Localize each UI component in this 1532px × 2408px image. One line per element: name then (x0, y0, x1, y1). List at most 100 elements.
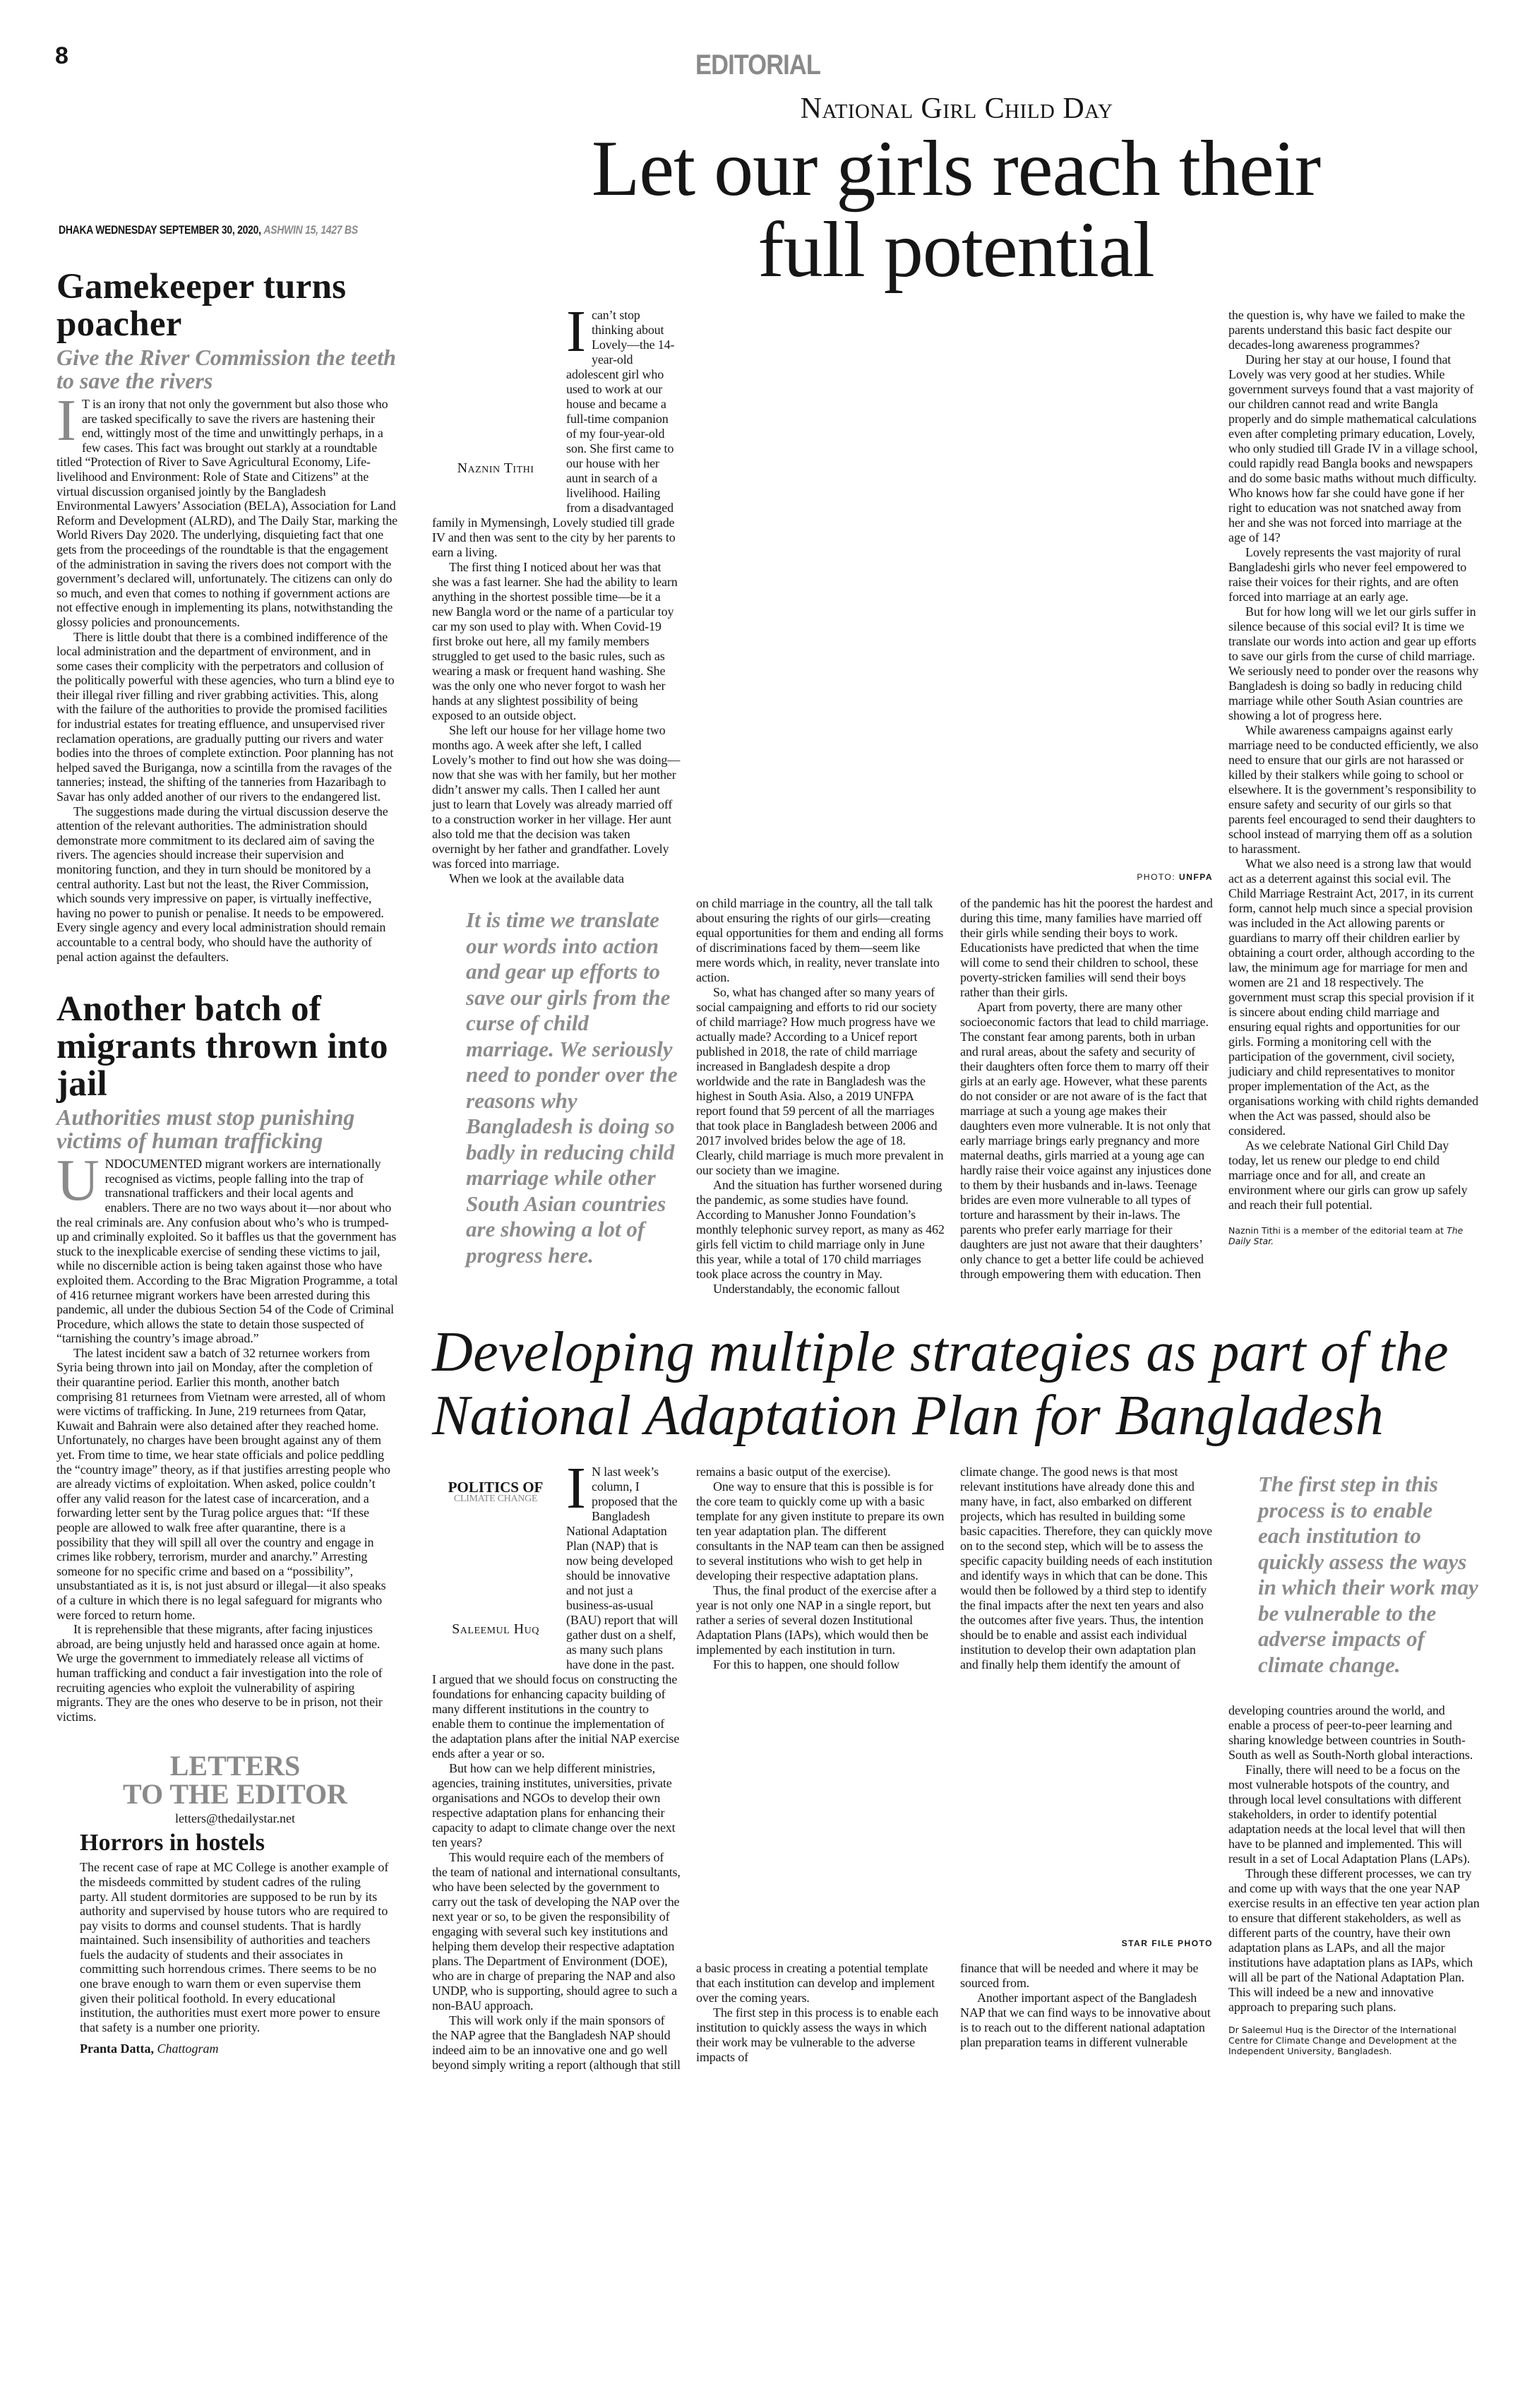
drop-cap: U (56, 1148, 100, 1214)
paragraph: T is an irony that not only the governme… (56, 397, 398, 629)
climate-column-3-top: climate change. The good news is that mo… (960, 1465, 1213, 1680)
photo-credit: STAR FILE PHOTO (1121, 1938, 1213, 1948)
article-column-3: of the pandemic has hit the poorest the … (960, 886, 1213, 1297)
letters-section: LETTERS TO THE EDITOR letters@thedailyst… (80, 1752, 390, 2056)
paragraph: There is little doubt that there is a co… (56, 629, 395, 804)
drop-cap: I (56, 388, 76, 453)
paragraph: Through these different processes, we ca… (1228, 1866, 1480, 2014)
dateline-bengali-date: ASHWIN 15, 1427 BS (263, 223, 358, 237)
paragraph: And the situation has further worsened d… (696, 1178, 945, 1281)
climate-column-2-bottom: a basic process in creating a potential … (696, 1961, 945, 2073)
paragraph: the question is, why have we failed to m… (1228, 308, 1465, 352)
headline-line1: Developing multiple strategies as part o… (432, 1321, 1449, 1383)
paragraph: So, what has changed after so many years… (696, 985, 944, 1177)
paragraph: N last week’s column, I proposed that th… (432, 1465, 680, 1760)
paragraph: The first step in this process is to ena… (696, 2005, 939, 2065)
author-note-publication: The Daily Star. (1228, 1225, 1464, 1246)
paragraph: remains a basic output of the exercise). (696, 1465, 891, 1479)
letters-section-title: LETTERS TO THE EDITOR (80, 1752, 390, 1808)
editorial-headline: Gamekeeper turns poacher (56, 267, 347, 344)
column-label: POLITICS OF CLIMATE CHANGE (432, 1480, 559, 1504)
pull-quote-cell: It is time we translate our words into a… (432, 886, 681, 1297)
photo-credit: PHOTO: UNFPA (696, 872, 1213, 882)
paragraph: finance that will be needed and where it… (960, 1961, 1199, 1991)
climate-column-1: POLITICS OF CLIMATE CHANGE Saleemul Huq … (432, 1455, 681, 2073)
headline-line2: full potential (758, 206, 1154, 294)
paragraph: This would require each of the members o… (432, 1850, 681, 2013)
article-headline: Let our girls reach their full potential (432, 129, 1480, 291)
climate-headline: Developing multiple strategies as part o… (432, 1321, 1480, 1448)
column-label-line1: POLITICS OF (448, 1479, 544, 1496)
paragraph: Finally, there will need to be a focus o… (1228, 1763, 1471, 1866)
paragraph: What we also need is a strong law that w… (1228, 857, 1478, 1138)
paragraph: As we celebrate National Girl Child Day … (1228, 1138, 1468, 1212)
dateline-date: DHAKA WEDNESDAY SEPTEMBER 30, 2020, (59, 223, 261, 237)
paragraph: But for how long will we let our girls s… (1228, 604, 1479, 722)
paragraph: While awareness campaigns against early … (1228, 723, 1478, 856)
section-label: EDITORIAL (695, 49, 821, 81)
pull-quote: The first step in this process is to ena… (1258, 1472, 1478, 1677)
paragraph: During her stay at our house, I found th… (1228, 352, 1478, 544)
editorial-gamekeeper: Gamekeeper turns poacher Give the River … (56, 268, 398, 964)
article-kicker: National Girl Child Day (800, 93, 1113, 125)
paragraph: climate change. The good news is that mo… (960, 1465, 1213, 1671)
letters-title-line2: TO THE EDITOR (123, 1778, 347, 1811)
byline: Saleemul Huq (452, 1621, 539, 1637)
paragraph: a basic process in creating a potential … (696, 1961, 935, 2005)
dateline: DHAKA WEDNESDAY SEPTEMBER 30, 2020, ASHW… (59, 223, 358, 237)
paragraph: Apart from poverty, there are many other… (960, 1000, 1211, 1281)
paragraph: The latest incident saw a batch of 32 re… (56, 1345, 390, 1622)
article-column-1: Naznin Tithi I can’t stop thinking about… (432, 299, 681, 886)
girl-child-article: Naznin Tithi I can’t stop thinking about… (432, 299, 1480, 1297)
paragraph: But how can we help different ministries… (432, 1761, 676, 1849)
editorial-headline: Another batch of migrants thrown into ja… (56, 989, 388, 1104)
climate-column-3-bottom: finance that will be needed and where it… (960, 1961, 1213, 2073)
editorial-body: U NDOCUMENTED migrant workers are intern… (56, 1148, 398, 1724)
letters-title-line1: LETTERS (169, 1750, 301, 1782)
paragraph: When we look at the available data (449, 871, 624, 886)
photo-credit-label: PHOTO: (1137, 872, 1176, 882)
paragraph: This will work only if the main sponsors… (432, 2013, 681, 2072)
letters-email[interactable]: letters@thedailystar.net (174, 1811, 296, 1826)
article-column-4-body: the question is, why have we failed to m… (1228, 308, 1480, 1212)
author-note: Naznin Tithi is a member of the editoria… (1228, 1225, 1480, 1246)
climate-article: POLITICS OF CLIMATE CHANGE Saleemul Huq … (432, 1455, 1480, 2073)
paragraph: NDOCUMENTED migrant workers are internat… (56, 1157, 398, 1346)
letter-author: Pranta Datta, (80, 2042, 154, 2056)
headline-line2: National Adaptation Plan for Bangladesh (432, 1385, 1384, 1447)
paragraph: Thus, the final product of the exercise … (696, 1583, 937, 1657)
letter-body: The recent case of rape at MC College is… (80, 1860, 389, 2034)
left-column: Gamekeeper turns poacher Give the River … (56, 268, 398, 2056)
main-area: National Girl Child Day Let our girls re… (432, 92, 1480, 2073)
editorial-subhead: Give the River Commission the teeth to s… (56, 345, 396, 393)
paragraph: She left our house for her village home … (432, 723, 681, 871)
climate-column-4-body: developing countries around the world, a… (1228, 1703, 1480, 2015)
paragraph: can’t stop thinking about Lovely—the 14-… (432, 308, 676, 559)
paragraph: Understandably, the economic fallout (713, 1282, 900, 1296)
paragraph: of the pandemic has hit the poorest the … (960, 896, 1213, 999)
letter-location: Chattogram (157, 2042, 219, 2056)
letter-headline: Horrors in hostels (80, 1830, 265, 1856)
article-column-4: the question is, why have we failed to m… (1228, 308, 1480, 1297)
author-note-text: Naznin Tithi is a member of the editoria… (1228, 1225, 1444, 1236)
paragraph: One way to ensure that this is possible … (696, 1479, 945, 1583)
article-column-2: on child marriage in the country, all th… (696, 886, 945, 1297)
pull-quote: It is time we translate our words into a… (466, 907, 678, 1268)
paragraph: The suggestions made during the virtual … (56, 804, 388, 964)
byline-area: POLITICS OF CLIMATE CHANGE Saleemul Huq (432, 1465, 566, 1662)
letter-signature: Pranta Datta, Chattogram (80, 2042, 390, 2056)
paragraph: Another important aspect of the Banglade… (960, 1991, 1211, 2050)
page-number: 8 (55, 42, 68, 69)
editorial-body: I T is an irony that not only the govern… (56, 388, 398, 964)
drop-cap: I (566, 299, 586, 364)
author-note: Dr Saleemul Huq is the Director of the I… (1228, 2025, 1457, 2056)
photo-credit-source: UNFPA (1179, 872, 1213, 882)
editorial-migrants: Another batch of migrants thrown into ja… (56, 991, 398, 1724)
drop-cap: I (566, 1455, 586, 1521)
paragraph: on child marriage in the country, all th… (696, 896, 944, 984)
climate-column-2-top: remains a basic output of the exercise).… (696, 1465, 945, 1680)
column-label-line2: CLIMATE CHANGE (453, 1494, 538, 1504)
paragraph: For this to happen, one should follow (713, 1657, 899, 1671)
climate-photo: STAR FILE PHOTO (696, 1679, 1213, 1954)
byline-area: Naznin Tithi (432, 308, 566, 506)
